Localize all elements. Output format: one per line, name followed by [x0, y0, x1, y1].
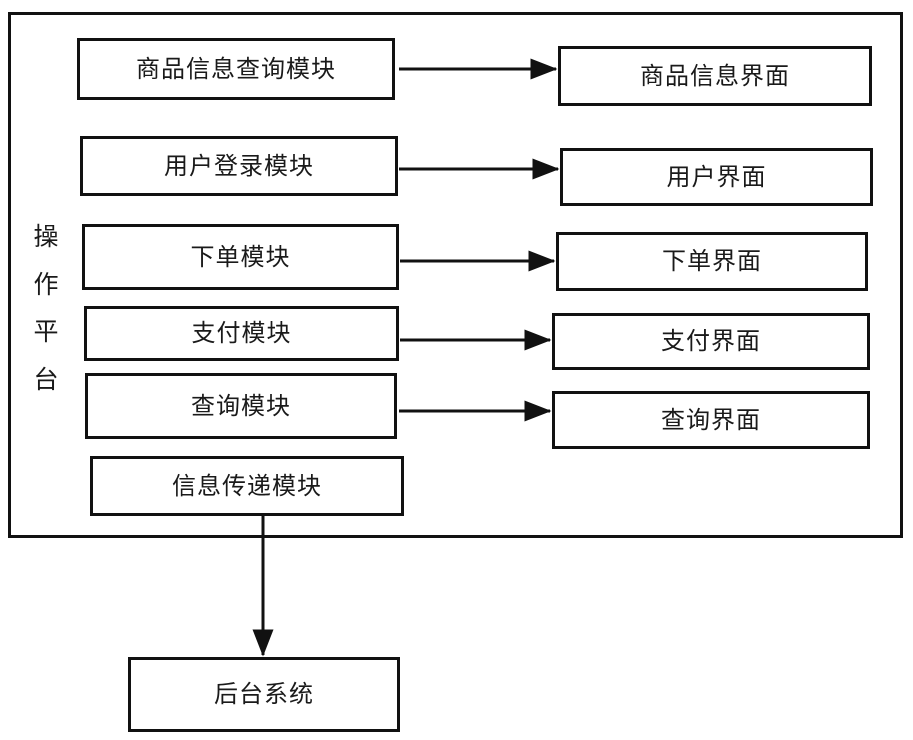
interface-box-payment-ui[interactable]: 支付界面 [552, 313, 870, 370]
backend-system-box[interactable]: 后台系统 [128, 657, 400, 732]
interface-label-product-info-ui: 商品信息界面 [640, 61, 790, 90]
module-label-payment: 支付模块 [191, 319, 292, 348]
interface-box-query-ui[interactable]: 查询界面 [552, 391, 870, 449]
side-caption-char-1: 操 [33, 222, 59, 251]
operation-platform-container [8, 12, 903, 538]
side-caption-char-3: 平 [33, 317, 59, 347]
module-box-product-info-query[interactable]: 商品信息查询模块 [77, 38, 395, 100]
module-label-place-order: 下单模块 [190, 242, 291, 271]
interface-box-order-ui[interactable]: 下单界面 [556, 232, 868, 291]
interface-box-user-ui[interactable]: 用户界面 [560, 148, 873, 206]
module-box-query[interactable]: 查询模块 [85, 373, 397, 439]
module-box-place-order[interactable]: 下单模块 [82, 224, 399, 290]
side-caption-char-4: 台 [33, 364, 59, 394]
module-box-payment[interactable]: 支付模块 [84, 306, 399, 361]
module-label-product-info-query: 商品信息查询模块 [136, 54, 336, 83]
side-caption-char-2: 作 [33, 269, 59, 299]
platform-side-caption: 操 作 平 台 [28, 224, 64, 392]
interface-label-payment-ui: 支付界面 [661, 327, 761, 356]
interface-label-user-ui: 用户界面 [666, 162, 767, 191]
interface-box-product-info-ui[interactable]: 商品信息界面 [558, 46, 872, 106]
module-label-query: 查询模块 [191, 391, 291, 420]
module-label-info-transfer: 信息传递模块 [172, 471, 322, 500]
interface-label-query-ui: 查询界面 [661, 405, 761, 434]
backend-system-label: 后台系统 [214, 680, 314, 709]
module-box-user-login[interactable]: 用户登录模块 [80, 136, 398, 196]
module-label-user-login: 用户登录模块 [164, 151, 314, 180]
module-box-info-transfer[interactable]: 信息传递模块 [90, 456, 404, 516]
interface-label-order-ui: 下单界面 [662, 247, 762, 276]
